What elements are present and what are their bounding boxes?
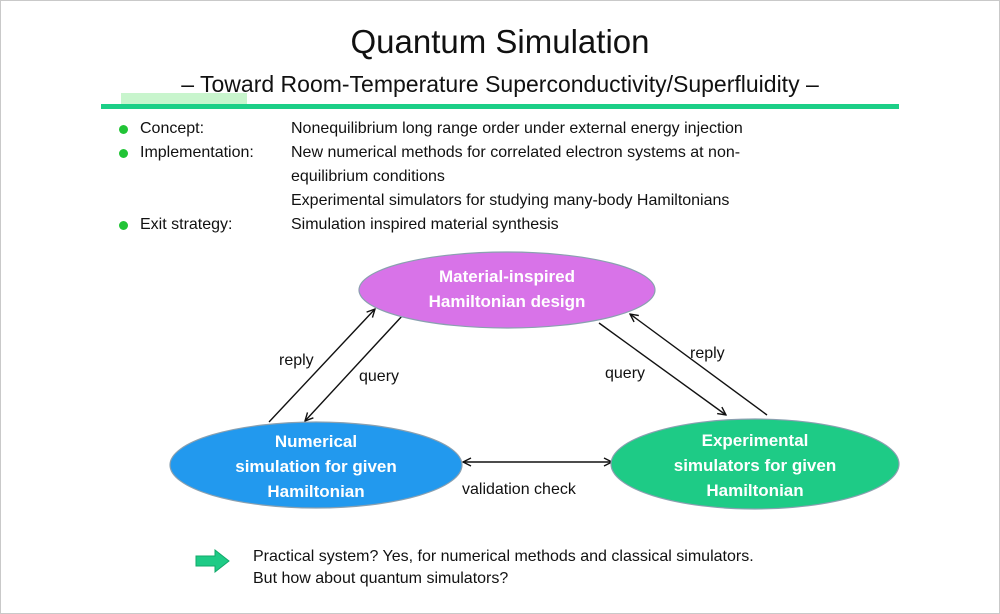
text-highlight (121, 93, 247, 107)
node-experimental-simulators: Experimental simulators for given Hamilt… (610, 418, 900, 510)
bullet-dot-icon (119, 221, 128, 230)
query-arrow-right (598, 322, 726, 415)
node-numerical-simulation: Numerical simulation for given Hamiltoni… (169, 421, 463, 509)
edge-label-query-right: query (605, 365, 645, 382)
edge-label-validation: validation check (462, 481, 577, 498)
node-label-line: Hamiltonian design (429, 292, 586, 311)
node-label-line: Material-inspired (439, 267, 575, 286)
query-arrow-left (305, 314, 404, 421)
title-divider (101, 104, 899, 109)
node-label-line: simulators for given (674, 456, 836, 475)
bullet-dot-icon (119, 125, 128, 134)
edge-label-reply-right: reply (690, 345, 725, 362)
bullet-text: Nonequilibrium long range order under ex… (291, 120, 743, 137)
edge-label-reply-left: reply (279, 352, 314, 369)
node-hamiltonian-design: Material-inspired Hamiltonian design (358, 251, 656, 329)
footer-line: But how about quantum simulators? (253, 570, 509, 587)
bullet-dot-icon (119, 149, 128, 158)
reply-arrow-right (630, 314, 768, 416)
bullet-text: equilibrium conditions (291, 168, 445, 185)
bullet-label: Exit strategy: (140, 216, 233, 233)
bullet-text: New numerical methods for correlated ele… (291, 144, 741, 161)
footer-line: Practical system? Yes, for numerical met… (253, 548, 754, 565)
node-label-line: Numerical (275, 432, 357, 451)
bullet-text: Experimental simulators for studying man… (291, 192, 730, 209)
node-label-line: Hamiltonian (267, 482, 364, 501)
node-ellipse (169, 421, 463, 509)
node-label-line: simulation for given (235, 457, 397, 476)
bullet-label: Concept: (140, 120, 205, 137)
node-label-line: Experimental (702, 431, 809, 450)
bullet-text: Simulation inspired material synthesis (291, 216, 559, 233)
slide-title: Quantum Simulation (350, 23, 650, 60)
right-arrow-icon (195, 549, 230, 573)
node-label-line: Hamiltonian (706, 481, 803, 500)
node-ellipse (610, 418, 900, 510)
footer-note: Practical system? Yes, for numerical met… (253, 546, 754, 590)
slide-subtitle: – Toward Room-Temperature Superconductiv… (181, 71, 819, 97)
reply-arrow-left (268, 309, 375, 423)
node-ellipse (358, 251, 656, 329)
edge-label-query-left: query (359, 368, 399, 385)
bullet-label: Implementation: (140, 144, 254, 161)
